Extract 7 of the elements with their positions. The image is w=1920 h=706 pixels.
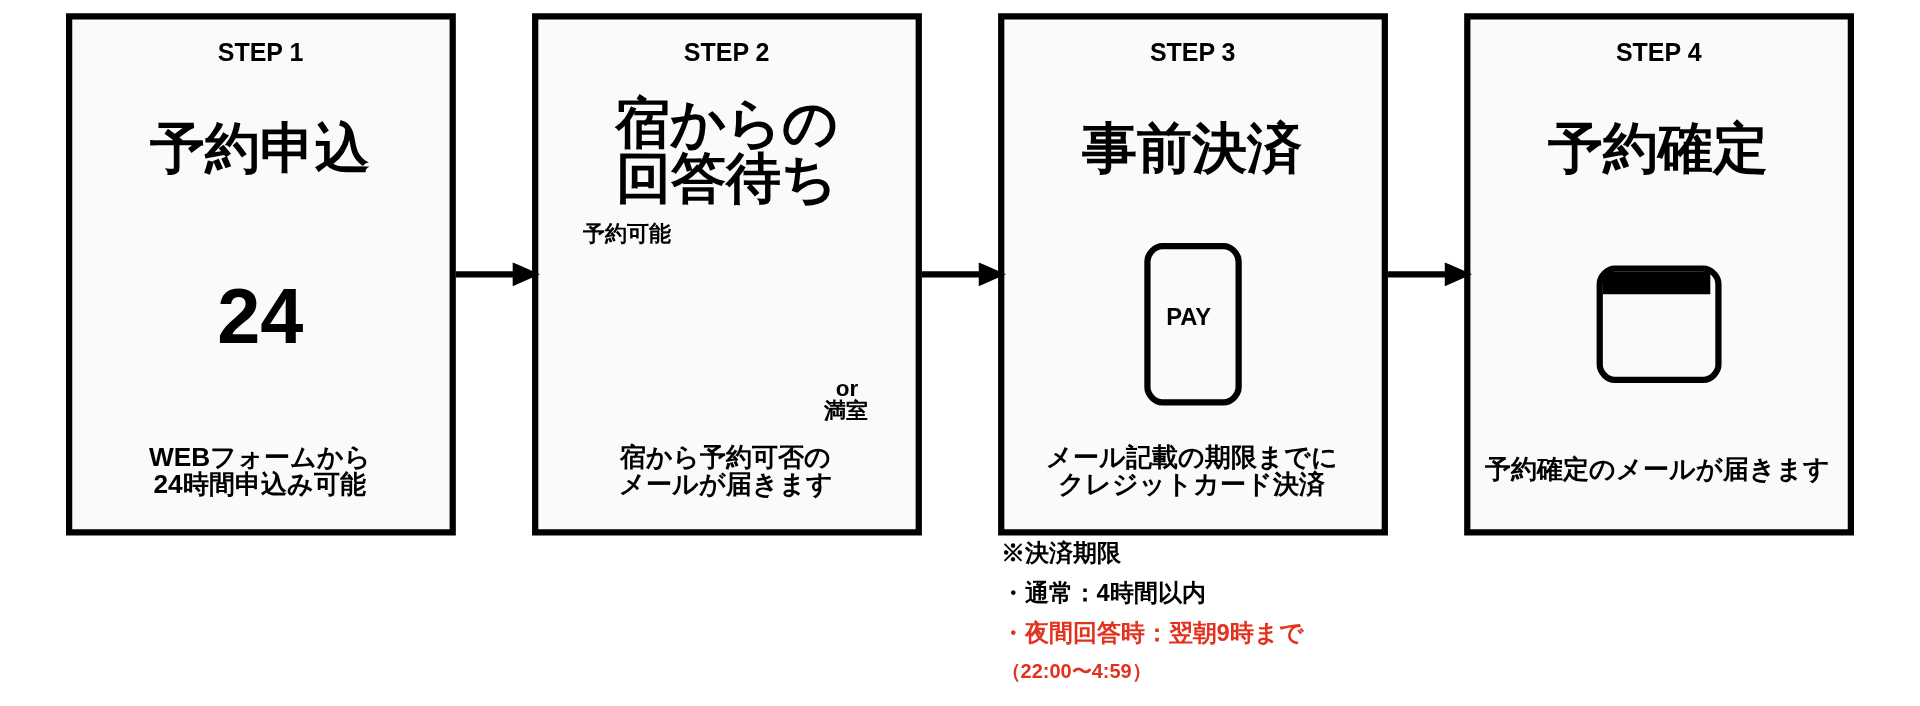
node-label: ・通常：4時間以内 [1000, 580, 1206, 607]
arrow [455, 262, 540, 287]
node-label: （22:00〜4:59） [1000, 660, 1152, 683]
arrow [921, 262, 1006, 287]
node-label: ※決済期限 [1000, 539, 1121, 566]
arrow [1387, 262, 1472, 287]
node-label: ・夜間回答時：翌朝9時まで [1000, 620, 1304, 647]
